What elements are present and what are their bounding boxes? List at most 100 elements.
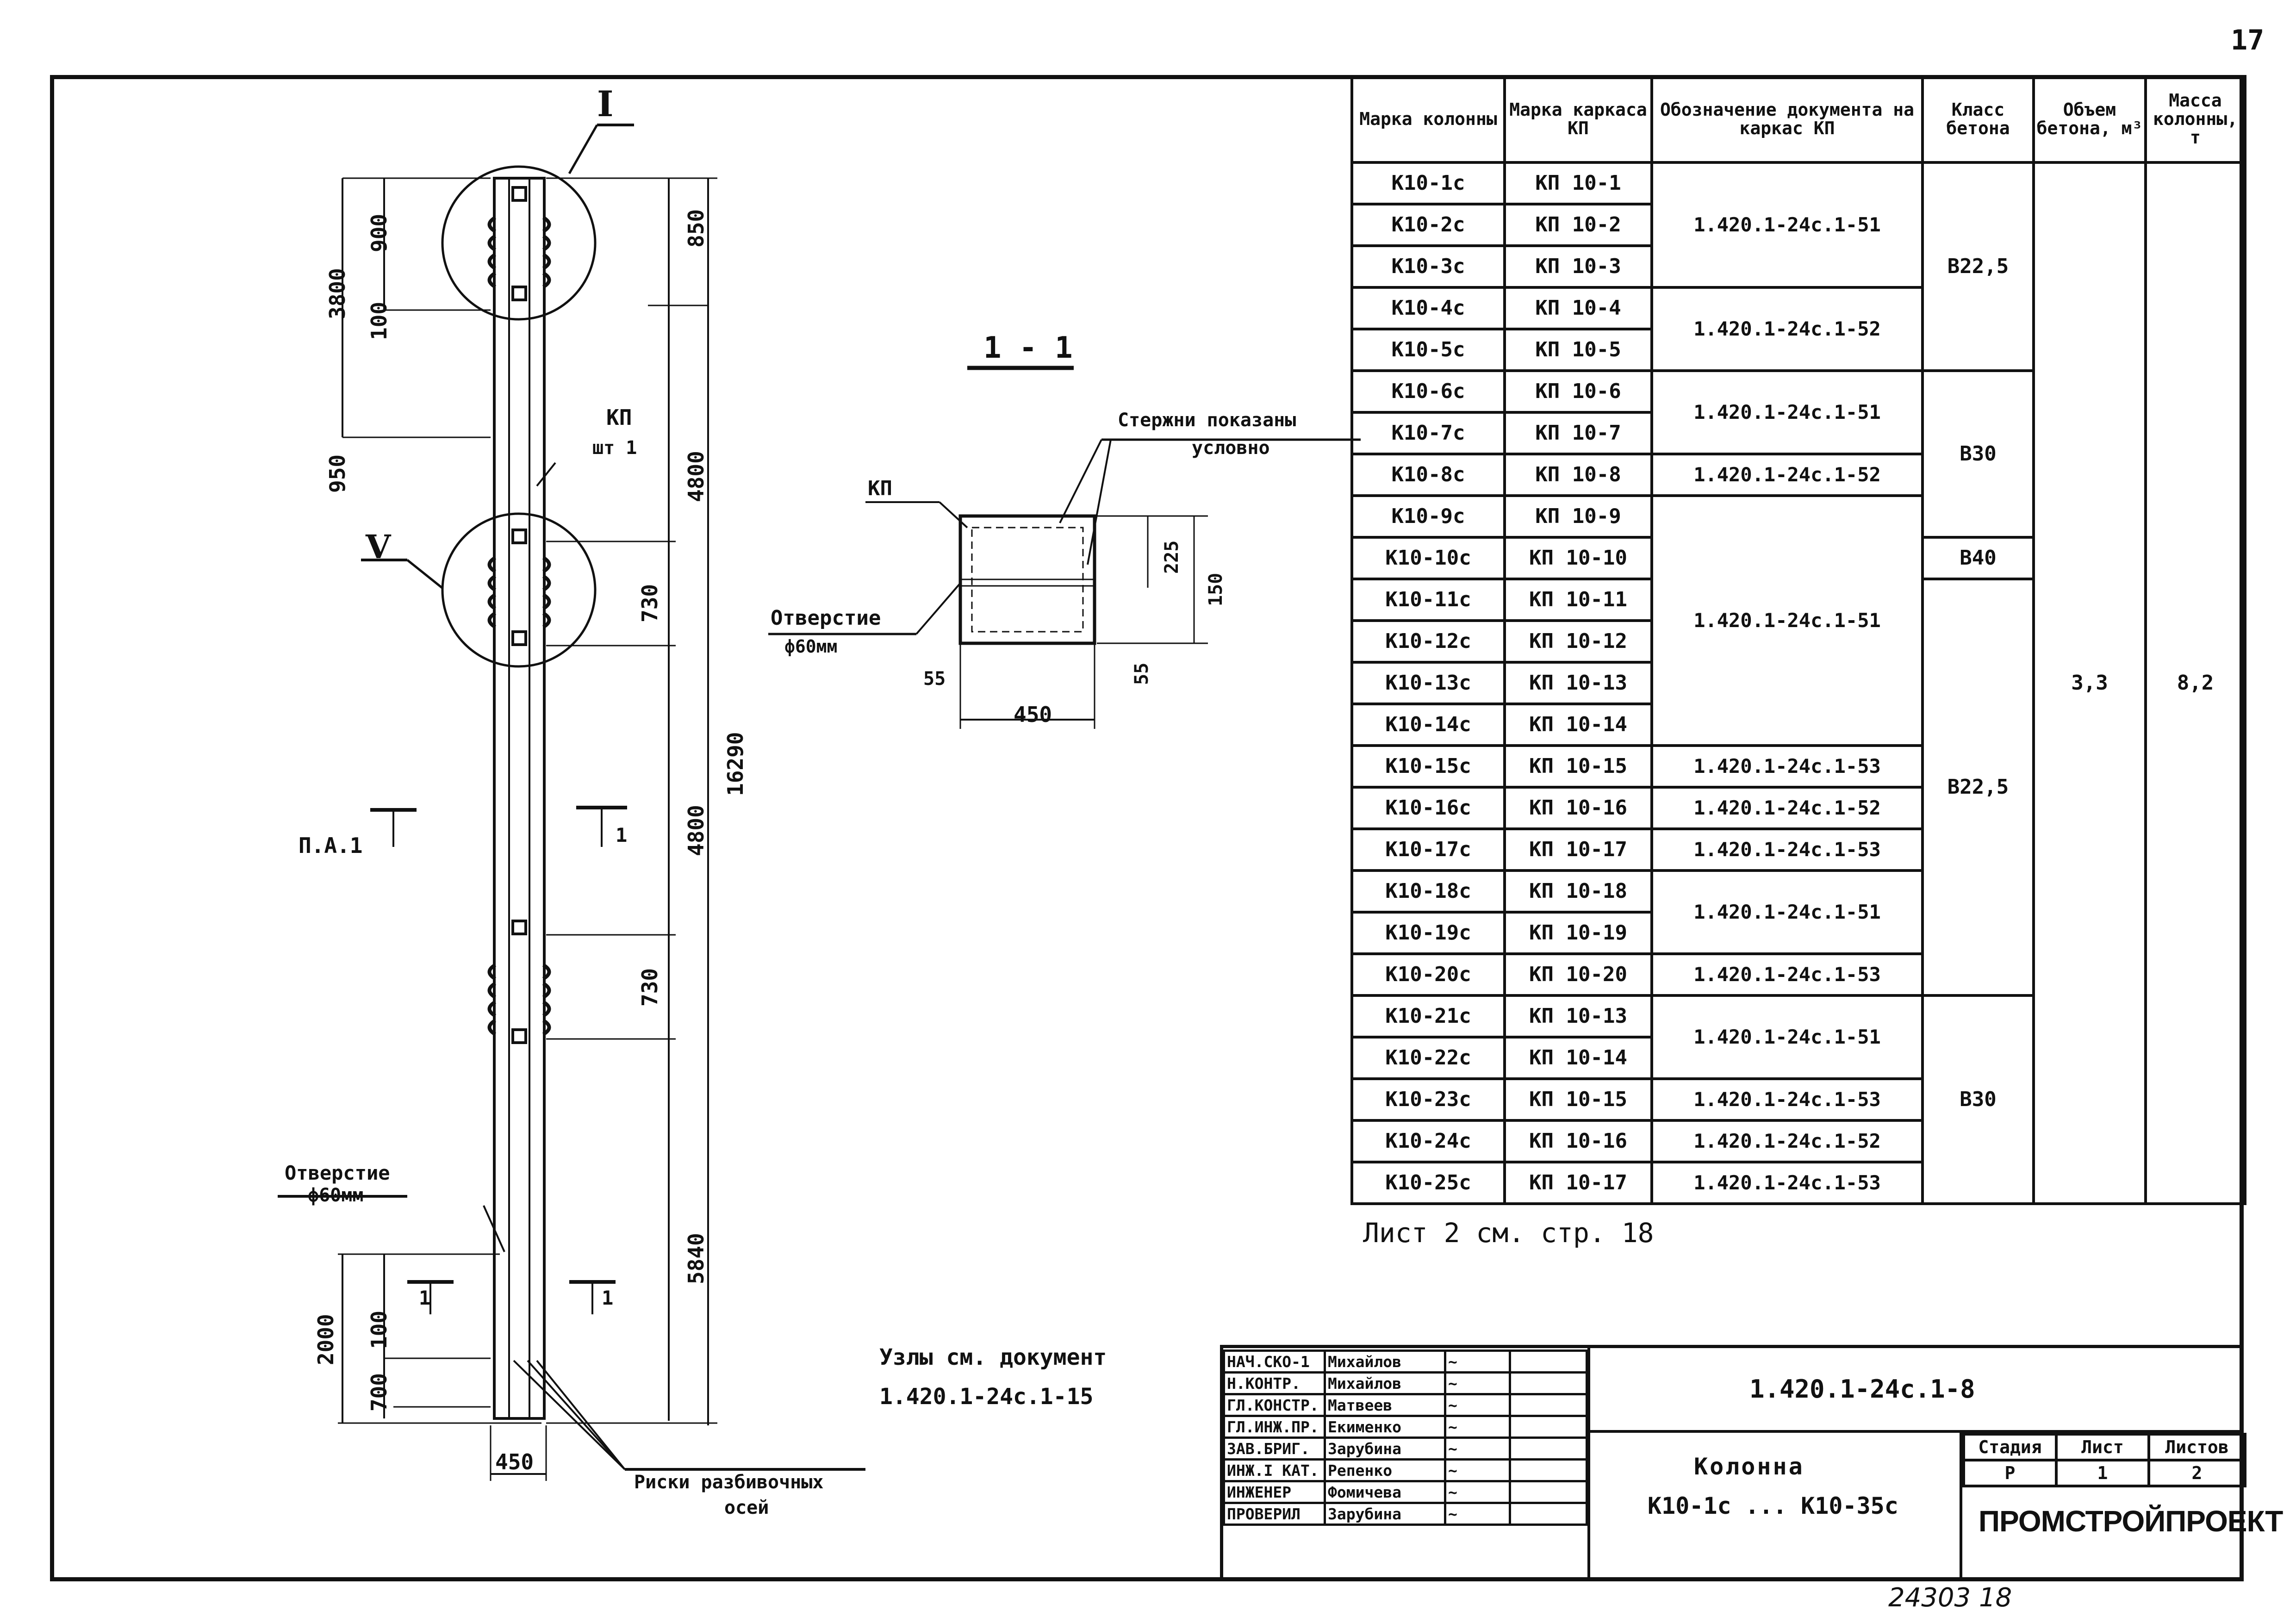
org-name: ПРОМСТРОЙПРОЕКТ (1979, 1505, 2283, 1538)
title-name-cell (1587, 1430, 1962, 1581)
sig-role: Н.КОНТР. (1223, 1371, 1326, 1395)
node-I-label: I (597, 83, 614, 124)
section-mark-1: 1 (616, 824, 628, 846)
cell-col: К10-14с (1350, 703, 1506, 747)
dim-900: 900 (367, 214, 392, 252)
cell-col: К10-9с (1350, 494, 1506, 539)
cell-col: К10-20с (1350, 952, 1506, 997)
cell-kp: КП 10-17 (1503, 827, 1653, 872)
cell-kp: КП 10-9 (1503, 494, 1653, 539)
dim-4800: 4800 (684, 451, 709, 502)
cell-doc: 1.420.1-24с.1-52 (1650, 453, 1924, 497)
cell-kp: КП 10-14 (1503, 1036, 1653, 1080)
cell-col: К10-22с (1350, 1036, 1506, 1080)
cell-kp: КП 10-13 (1503, 994, 1653, 1038)
sig-role: НАЧ.СКО-1 (1223, 1349, 1326, 1374)
cell-kp: КП 10-5 (1503, 328, 1653, 372)
rods-label-1: Стержни показаны (1118, 410, 1296, 431)
dim-16290: 16290 (723, 732, 748, 796)
sig-name: Репенко (1324, 1458, 1446, 1482)
dim-2000: 2000 (313, 1314, 338, 1365)
sig-role: ИНЖ.I КАТ. (1223, 1458, 1326, 1482)
sig-role: ПРОВЕРИЛ (1223, 1502, 1326, 1526)
cell-kp: КП 10-13 (1503, 661, 1653, 705)
section-dim-450: 450 (1014, 702, 1052, 727)
cell-kp: КП 10-11 (1503, 578, 1653, 622)
cell-col: К10-2с (1350, 203, 1506, 247)
section-hole-dia: ф60мм (784, 636, 838, 657)
cell-class: В30 (1921, 369, 2035, 539)
dim-3800: 3800 (325, 268, 350, 319)
dim-100: 100 (367, 302, 392, 340)
cell-doc: 1.420.1-24с.1-51 (1650, 161, 1924, 289)
cell-col: К10-17с (1350, 827, 1506, 872)
cell-col: К10-15с (1350, 744, 1506, 789)
cell-col: К10-10с (1350, 536, 1506, 580)
sheets-value: 2 (2147, 1459, 2246, 1487)
sig-name: Михайлов (1324, 1349, 1446, 1374)
sig-role: ГЛ.КОНСТР. (1223, 1393, 1326, 1417)
signature-row: ИНЖ.I КАТ.Репенко~ (1223, 1458, 1588, 1482)
cell-col: К10-19с (1350, 911, 1506, 955)
dim-450: 450 (495, 1449, 534, 1474)
cell-col: К10-16с (1350, 786, 1506, 830)
sig-name: Фомичева (1324, 1480, 1446, 1504)
cell-kp: КП 10-14 (1503, 703, 1653, 747)
marks-label-1: Риски разбивочных (634, 1472, 824, 1493)
marks-label-2: осей (724, 1497, 769, 1518)
sig-name: Матвеев (1324, 1393, 1446, 1417)
cell-kp: КП 10-8 (1503, 453, 1653, 497)
signature-mark: ~ (1444, 1415, 1511, 1439)
column-body (493, 177, 546, 1420)
dim-5840: 5840 (684, 1233, 709, 1284)
cell-doc: 1.420.1-24с.1-53 (1650, 1161, 1924, 1205)
cell-kp: КП 10-12 (1503, 619, 1653, 664)
sig-role: ГЛ.ИНЖ.ПР. (1223, 1415, 1326, 1439)
cell-col: К10-6с (1350, 369, 1506, 414)
hdr-class: Класс бетона (1921, 75, 2035, 164)
signature-row: Н.КОНТР.Михайлов~ (1223, 1371, 1588, 1395)
signature-mark: ~ (1444, 1371, 1511, 1395)
signature-mark: ~ (1444, 1436, 1511, 1461)
signature-row: ГЛ.ИНЖ.ПР.Екименко~ (1223, 1415, 1588, 1439)
signature-mark: ~ (1444, 1349, 1511, 1374)
cell-kp: КП 10-17 (1503, 1161, 1653, 1205)
kp-label: КП (606, 405, 632, 430)
stage-table: Стадия Лист Листов Р 1 2 (1962, 1433, 2246, 1487)
cell-kp: КП 10-19 (1503, 911, 1653, 955)
signature-row: ГЛ.КОНСТР.Матвеев~ (1223, 1393, 1588, 1417)
section-kp-label: КП (868, 477, 892, 500)
sig-role: ИНЖЕНЕР (1223, 1480, 1326, 1504)
cell-doc: 1.420.1-24с.1-52 (1650, 286, 1924, 372)
sheet-header: Лист (2055, 1433, 2150, 1461)
section-mark-bottom-left: 1 (419, 1287, 431, 1309)
cell-col: К10-18с (1350, 869, 1506, 914)
cell-col: К10-23с (1350, 1077, 1506, 1122)
sig-name: Михайлов (1324, 1371, 1446, 1395)
cell-col: К10-11с (1350, 578, 1506, 622)
cell-kp: КП 10-2 (1503, 203, 1653, 247)
cell-col: К10-5с (1350, 328, 1506, 372)
cell-col: К10-24с (1350, 1119, 1506, 1163)
sig-name: Екименко (1324, 1415, 1446, 1439)
cell-doc: 1.420.1-24с.1-51 (1650, 369, 1924, 455)
node-V-label: V (366, 528, 391, 566)
cell-col: К10-1с (1350, 161, 1506, 205)
